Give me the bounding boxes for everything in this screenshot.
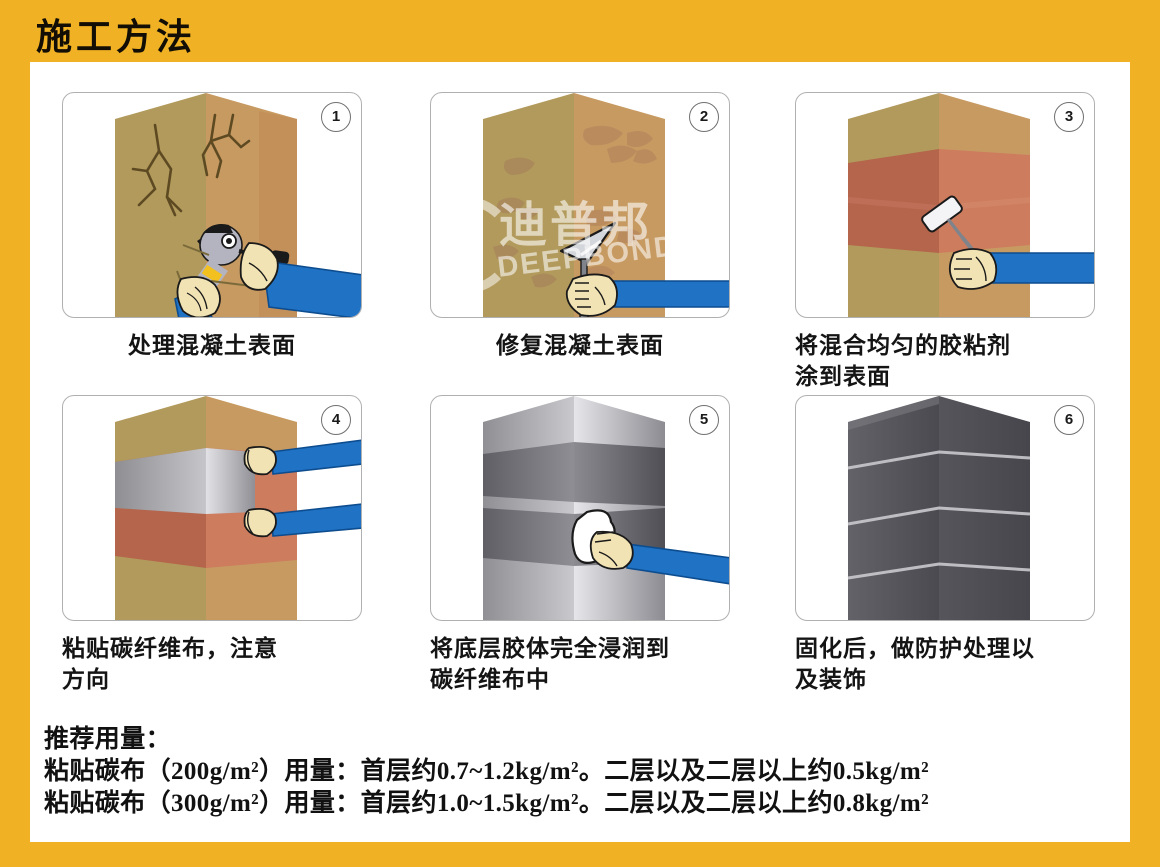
step-number-badge: 5: [689, 405, 719, 435]
step-caption-4: 粘贴碳纤维布，注意 方向: [62, 633, 392, 695]
step-number-badge: 2: [689, 102, 719, 132]
step-caption-6: 固化后，做防护处理以 及装饰: [795, 633, 1125, 695]
step-card-4: 4 粘贴碳纤维布，注意 方向: [62, 395, 382, 695]
step-caption-2: 修复混凝土表面: [496, 333, 664, 358]
patched-concrete-column-icon: [483, 93, 729, 317]
right-arm-and-glove: [948, 248, 1094, 290]
step-card-2: 迪普邦 DEEPBOND 2 修复混凝土表面: [430, 92, 750, 361]
step-caption-1: 处理混凝土表面: [128, 333, 296, 358]
resin-wipe-column-icon: [483, 396, 729, 620]
page-title: 施工方法: [36, 17, 197, 57]
caption-line-2: 碳纤维布中: [430, 667, 550, 693]
lower-arm-and-glove: [243, 503, 361, 538]
step-illustration-3: 3: [795, 92, 1095, 318]
caption-line-1: 将混合均匀的胶粘剂: [795, 333, 1011, 358]
usage-line-200: 粘贴碳布（200g/m²）用量：首层约0.7~1.2kg/m²。二层以及二层以上…: [44, 758, 929, 785]
caption-line-2: 涂到表面: [795, 364, 891, 390]
upper-arm-and-glove: [243, 439, 361, 476]
caption-line-1: 固化后，做防护处理以: [795, 636, 1035, 661]
step-illustration-4: 4: [62, 395, 362, 621]
cracked-concrete-column-icon: [115, 93, 361, 317]
adhesive-roller-column-icon: [848, 93, 1094, 317]
finished-column-icon: [847, 396, 1031, 620]
usage-heading: 推荐用量：: [44, 726, 172, 753]
caption-line-2: 及装饰: [795, 667, 867, 693]
steps-grid: 1 处理混凝土表面: [30, 62, 1130, 722]
step-caption-3: 将混合均匀的胶粘剂 涂到表面: [795, 330, 1125, 392]
step-number-badge: 1: [321, 102, 351, 132]
step-card-5: 5 将底层胶体完全浸润到 碳纤维布中: [430, 395, 750, 695]
step-illustration-6: 6: [795, 395, 1095, 621]
usage-line-300: 粘贴碳布（300g/m²）用量：首层约1.0~1.5kg/m²。二层以及二层以上…: [44, 790, 929, 817]
usage-footer: 推荐用量： 粘贴碳布（200g/m²）用量：首层约0.7~1.2kg/m²。二层…: [30, 724, 1130, 842]
right-arm-and-glove: [589, 530, 729, 585]
step-card-6: 6 固化后，做防护处理以 及装饰: [795, 395, 1115, 695]
carbon-sheet-application-icon: [115, 396, 361, 620]
caption-line-1: 粘贴碳纤维布，注意: [62, 636, 278, 661]
right-arm-and-glove: [239, 242, 361, 317]
caption-line-1: 将底层胶体完全浸润到: [430, 636, 670, 661]
caption-line-2: 方向: [62, 667, 110, 693]
step-caption-5: 将底层胶体完全浸润到 碳纤维布中: [430, 633, 760, 695]
step-number-badge: 6: [1054, 405, 1084, 435]
step-card-1: 1 处理混凝土表面: [62, 92, 382, 361]
step-illustration-2: 迪普邦 DEEPBOND 2: [430, 92, 730, 318]
step-number-badge: 3: [1054, 102, 1084, 132]
step-card-3: 3 将混合均匀的胶粘剂 涂到表面: [795, 92, 1115, 392]
content-canvas: 1 处理混凝土表面: [30, 62, 1130, 842]
step-illustration-5: 5: [430, 395, 730, 621]
left-arm-and-glove: [174, 276, 221, 317]
step-number-badge: 4: [321, 405, 351, 435]
step-illustration-1: 1: [62, 92, 362, 318]
title-bar: 施工方法: [0, 0, 1160, 62]
right-arm-and-glove: [565, 273, 729, 317]
